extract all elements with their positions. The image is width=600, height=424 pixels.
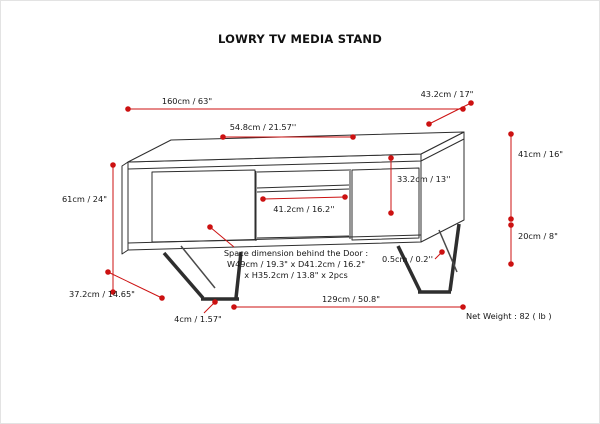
dim-dot bbox=[388, 210, 394, 216]
door-space-note-line1: Space dimension behind the Door : bbox=[224, 248, 368, 258]
middle-shelf-thickness bbox=[256, 188, 350, 193]
dim-panel-gap-label: 0.5cm / 0.2'' bbox=[382, 254, 433, 264]
dim-interior-height: 33.2cm / 13'' bbox=[388, 155, 451, 216]
dim-dot bbox=[220, 134, 226, 140]
dim-shelf-width-label: 41.2cm / 16.2'' bbox=[273, 204, 334, 214]
cabinet-top-face bbox=[127, 131, 465, 163]
dim-dot bbox=[231, 304, 237, 310]
dim-dot bbox=[110, 289, 116, 295]
dim-dot bbox=[508, 131, 514, 137]
dim-shelf-width: 41.2cm / 16.2'' bbox=[260, 194, 348, 214]
door-space-note: Space dimension behind the Door : W49cm … bbox=[207, 224, 368, 280]
left-door bbox=[151, 169, 256, 243]
dim-cabinet-height: 41cm / 16" bbox=[508, 131, 563, 222]
dim-total-height: 61cm / 24" bbox=[62, 162, 116, 295]
cabinet-front-face bbox=[127, 153, 422, 251]
middle-shelf-front bbox=[256, 184, 350, 189]
dim-dot bbox=[460, 304, 466, 310]
top-slab-edge bbox=[127, 138, 465, 170]
opening-bottom-edge bbox=[256, 235, 350, 239]
door-space-note-line2: W49cm / 19.3" x D41.2cm / 16.2" bbox=[227, 259, 365, 269]
dim-dot bbox=[260, 196, 266, 202]
dim-top-width: 160cm / 63" bbox=[125, 96, 466, 112]
dim-opening-width-label: 54.8cm / 21.57'' bbox=[230, 122, 297, 132]
left-leg bbox=[162, 245, 243, 301]
dim-leg-height-label: 20cm / 8" bbox=[518, 231, 558, 241]
dim-panel-gap: 0.5cm / 0.2'' bbox=[382, 249, 445, 264]
right-back-leg bbox=[438, 229, 458, 273]
dim-dot bbox=[125, 106, 131, 112]
opening-top-edge bbox=[256, 169, 350, 173]
dim-dot bbox=[426, 121, 432, 127]
dim-cabinet-height-label: 41cm / 16" bbox=[518, 149, 563, 159]
dim-opening-width: 54.8cm / 21.57'' bbox=[220, 122, 356, 140]
dim-interior-height-label: 33.2cm / 13'' bbox=[397, 174, 451, 184]
dim-total-height-label: 61cm / 24" bbox=[62, 194, 107, 204]
dim-base-depth-label: 37.2cm / 14.65" bbox=[69, 289, 135, 299]
dim-dot bbox=[508, 222, 514, 228]
dim-leg-thickness: 4cm / 1.57" bbox=[174, 299, 222, 324]
dim-dot bbox=[388, 155, 394, 161]
dim-top-depth-label: 43.2cm / 17" bbox=[421, 89, 474, 99]
dim-dot bbox=[342, 194, 348, 200]
door-space-note-line3: x H35.2cm / 13.8" x 2pcs bbox=[244, 270, 348, 280]
dim-base-width: 129cm / 50.8" bbox=[231, 294, 466, 310]
diagram-title: LOWRY TV MEDIA STAND bbox=[217, 32, 383, 46]
dim-dot bbox=[468, 100, 474, 106]
dim-top-width-label: 160cm / 63" bbox=[162, 96, 212, 106]
dim-base-depth: 37.2cm / 14.65" bbox=[69, 269, 165, 301]
tv-stand-drawing bbox=[121, 131, 465, 301]
right-door bbox=[351, 167, 420, 241]
right-leg bbox=[396, 223, 461, 294]
dim-dot bbox=[159, 295, 165, 301]
dim-leg-height: 20cm / 8" bbox=[508, 222, 558, 267]
dim-leg-thickness-label: 4cm / 1.57" bbox=[174, 314, 222, 324]
dim-base-width-label: 129cm / 50.8" bbox=[322, 294, 380, 304]
net-weight-label: Net Weight : 82 ( lb ) bbox=[466, 311, 552, 321]
dim-dot bbox=[350, 134, 356, 140]
dim-dot bbox=[110, 162, 116, 168]
dim-dot bbox=[508, 216, 514, 222]
dimension-annotations: 160cm / 63" 43.2cm / 17" 54.8cm / 21.57'… bbox=[62, 89, 563, 324]
left-back-leg bbox=[180, 245, 216, 289]
dim-top-depth: 43.2cm / 17" bbox=[421, 89, 474, 127]
cabinet-left-edge bbox=[121, 161, 129, 255]
dim-dot bbox=[105, 269, 111, 275]
dim-dot bbox=[508, 261, 514, 267]
